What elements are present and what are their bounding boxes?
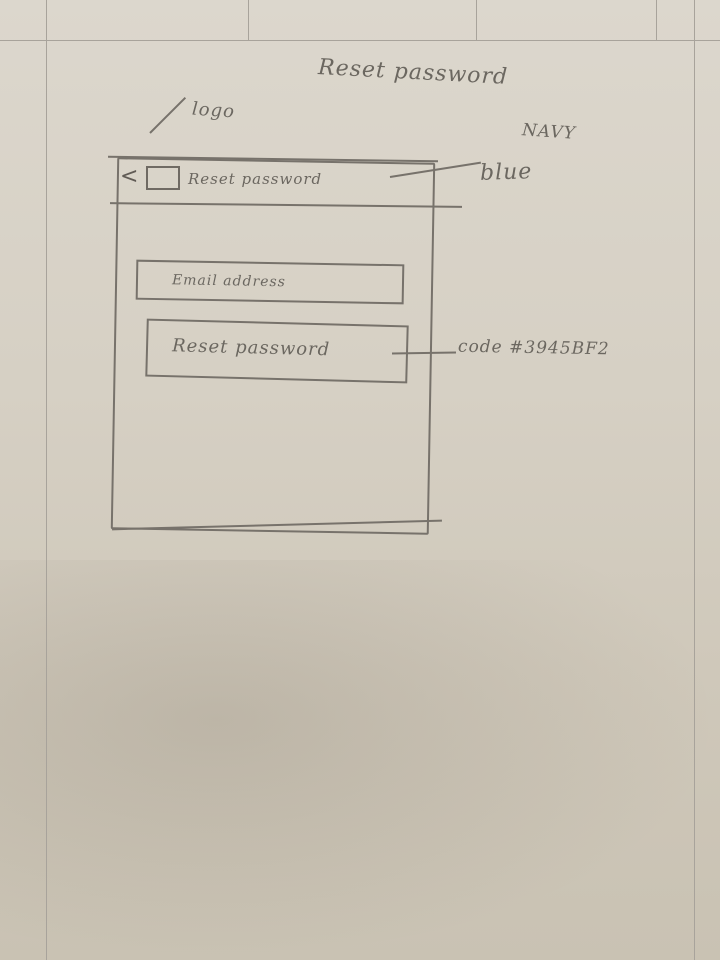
rule-top-divider-1 — [248, 0, 249, 40]
rule-top-divider-2 — [476, 0, 477, 40]
logo-annotation: logo — [191, 98, 236, 123]
reset-password-button[interactable]: Reset password — [145, 318, 409, 384]
email-placeholder: Email address — [171, 272, 287, 291]
back-arrow-icon[interactable]: < — [120, 164, 139, 189]
rule-right-vertical — [694, 0, 695, 960]
header-title: Reset password — [188, 170, 323, 188]
email-field[interactable]: Email address — [135, 259, 405, 305]
blue-annotation: blue — [479, 159, 533, 186]
navy-annotation: NAVY — [521, 120, 577, 144]
logo-icon — [146, 166, 180, 190]
reset-button-label: Reset password — [171, 335, 331, 361]
rule-left-vertical — [46, 0, 47, 960]
rule-top-divider-3 — [656, 0, 657, 40]
rule-top-horizontal — [0, 40, 720, 41]
paper-shadow — [0, 560, 720, 960]
color-code-annotation: code #3945BF2 — [457, 336, 610, 360]
